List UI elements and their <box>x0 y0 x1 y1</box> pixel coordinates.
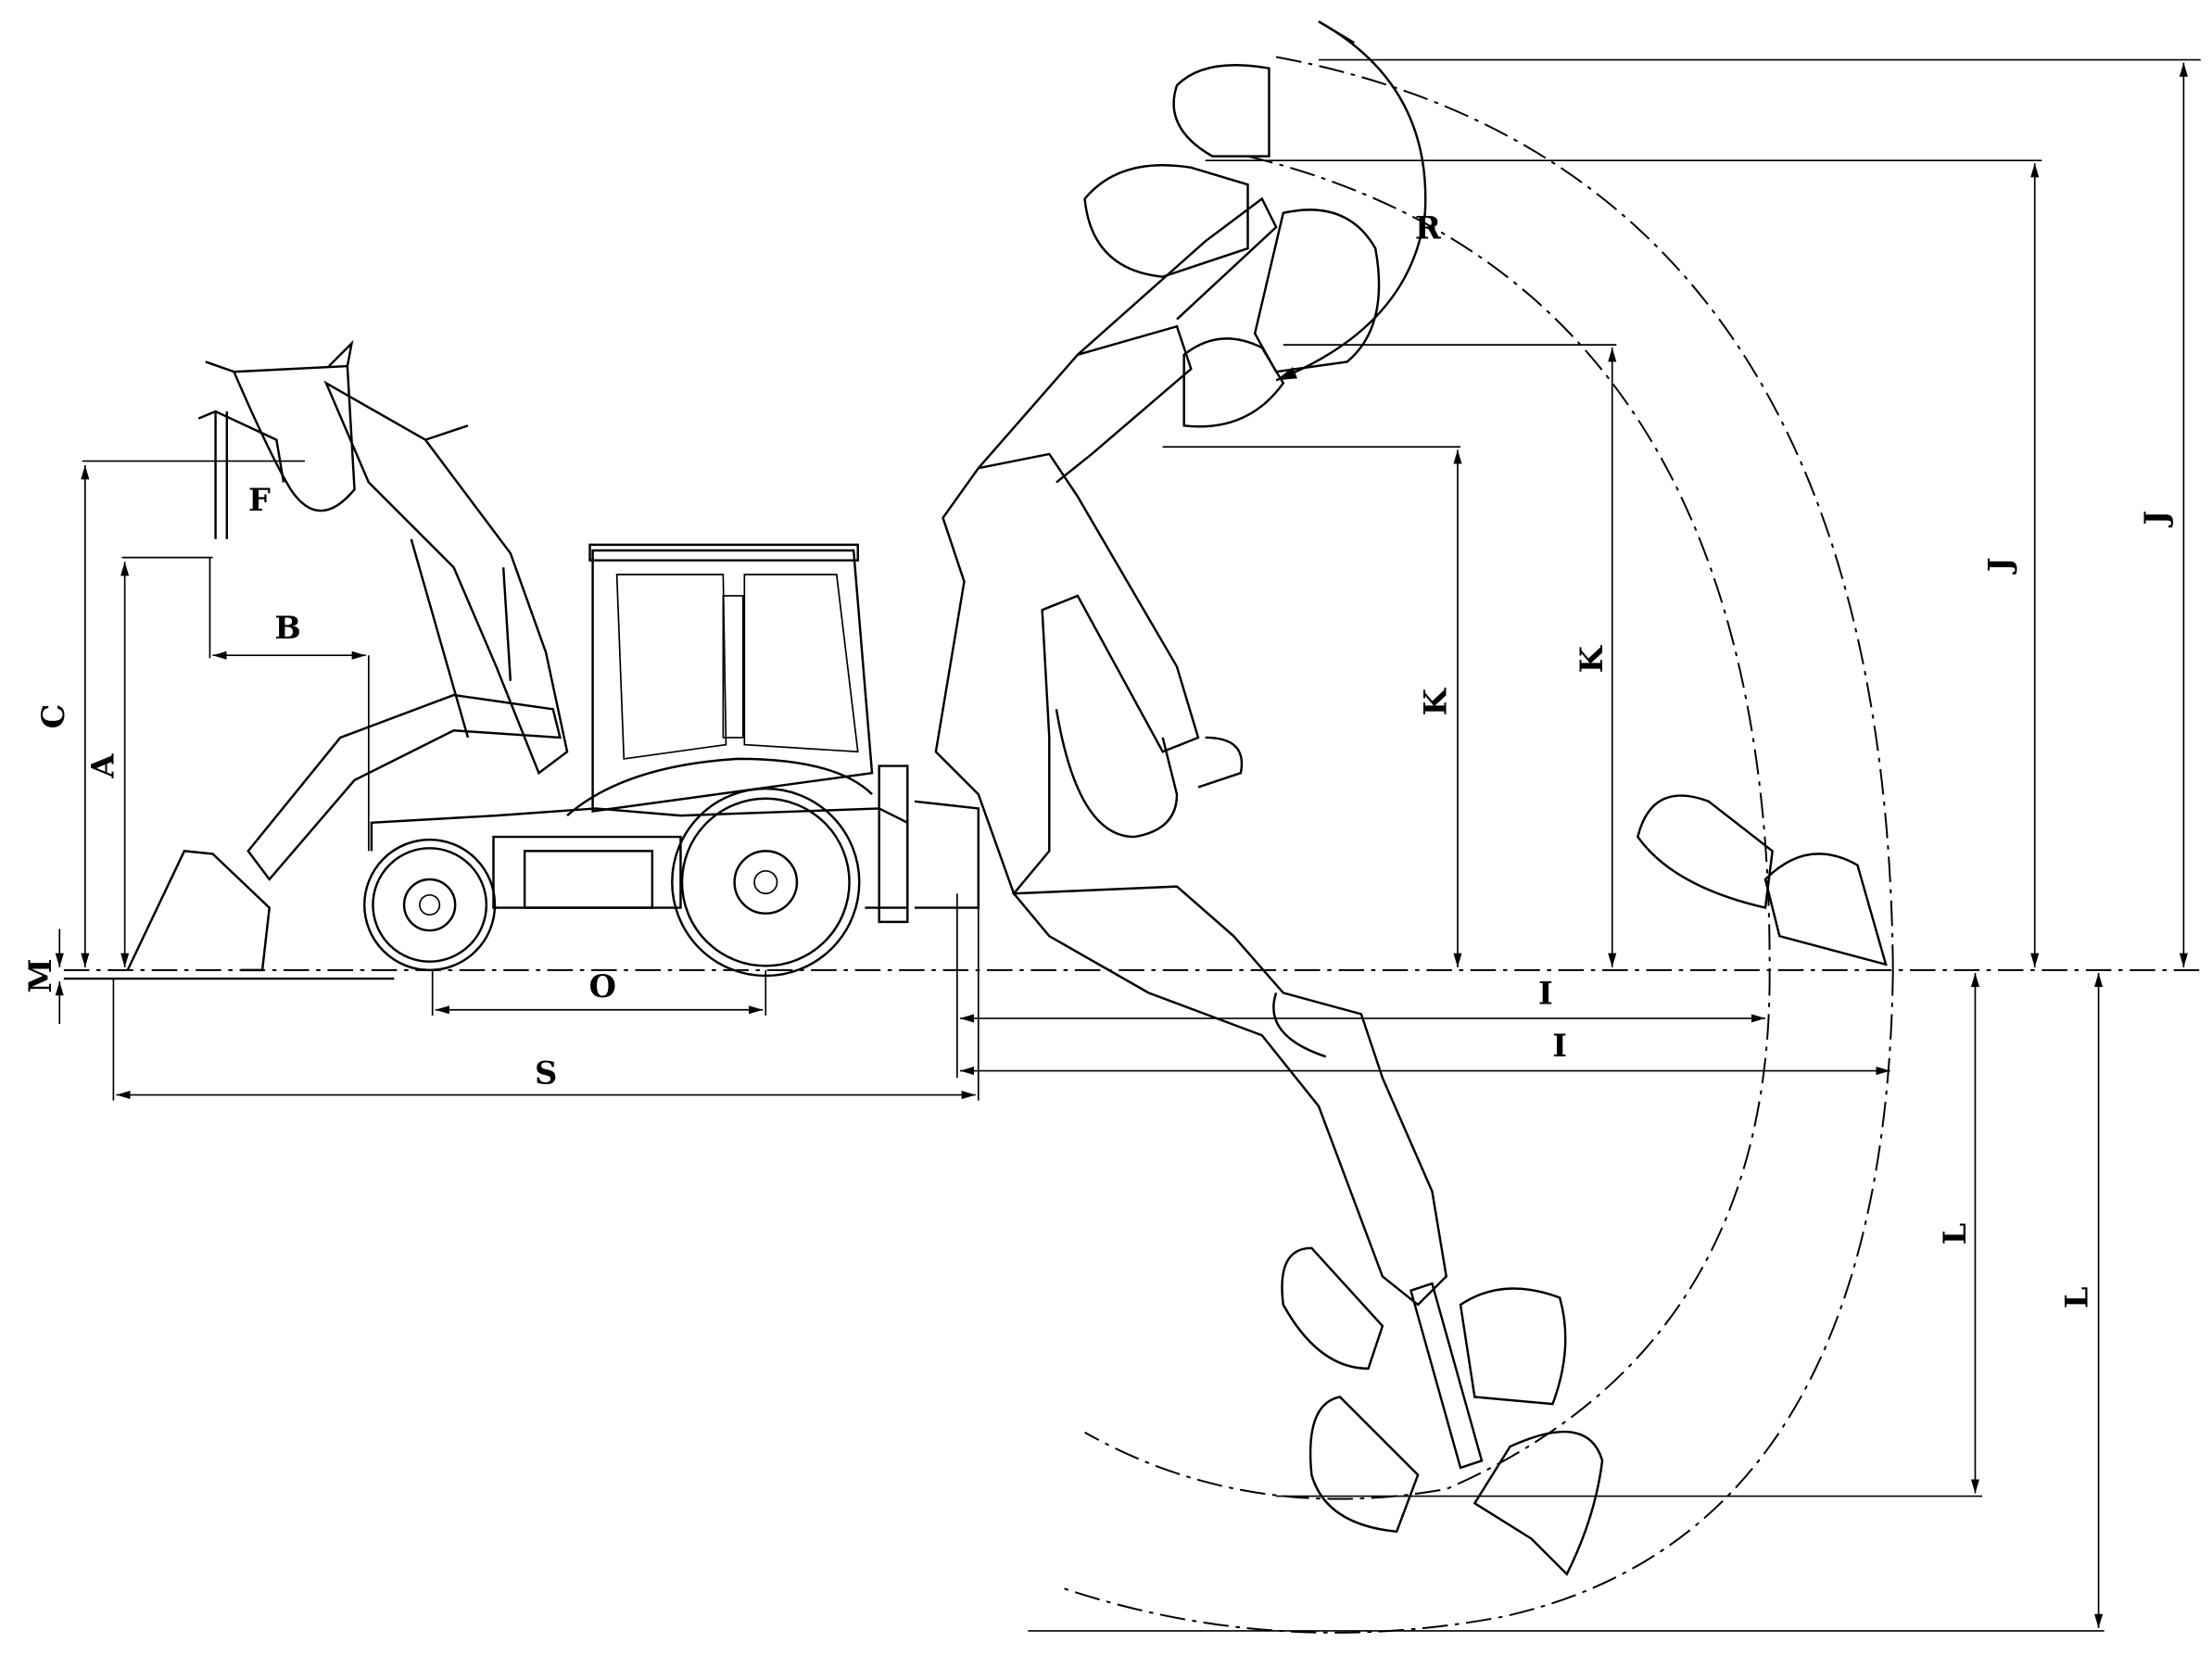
label-j-inner: J <box>1981 557 2018 575</box>
dimension-k-inner: K <box>1162 446 1462 967</box>
backhoe-boom <box>934 196 1278 896</box>
dimension-l-outer: L <box>1028 972 2105 1632</box>
backhoe-boom-lowered <box>1011 885 1448 1307</box>
dimension-c: C <box>34 460 305 967</box>
backhoe-bucket-lowered <box>1281 1246 1604 1576</box>
front-wheel <box>363 838 497 972</box>
dimension-s: S <box>112 893 980 1101</box>
label-l-inner: L <box>1936 1223 1973 1245</box>
label-b: B <box>274 609 300 646</box>
cab <box>588 543 874 813</box>
label-c: C <box>34 704 71 729</box>
label-k-outer: K <box>1573 644 1610 673</box>
loader-arm <box>126 339 569 972</box>
machine <box>126 64 1888 1576</box>
label-f: F <box>248 481 271 518</box>
label-a: A <box>83 753 120 779</box>
label-l-outer: L <box>2057 1287 2094 1309</box>
dimension-j-inner: J <box>1205 159 2042 967</box>
dimension-i-outer: I <box>959 1027 1890 1076</box>
label-m: M <box>21 958 58 992</box>
dimension-l-inner: L <box>1276 972 1983 1497</box>
label-r: R <box>1415 208 1442 246</box>
dimension-k-outer: K <box>1283 344 1617 967</box>
rear-wheel <box>671 787 861 978</box>
reach-arcs <box>1063 20 1894 1634</box>
label-k-inner: K <box>1417 687 1454 715</box>
label-i-outer: I <box>1552 1027 1567 1064</box>
backhoe-bucket-raised <box>1083 64 1381 428</box>
dimension-i-inner: I <box>955 893 1766 1079</box>
dimension-m: M <box>21 929 64 1025</box>
dimension-b: B <box>209 557 370 852</box>
dimension-o: O <box>431 967 767 1016</box>
label-s: S <box>535 1054 557 1091</box>
label-o: O <box>589 967 616 1005</box>
dimension-j-outer: J <box>1319 58 2201 967</box>
dimension-a: A <box>83 556 213 967</box>
label-i-inner: I <box>1538 975 1553 1012</box>
label-j-outer: J <box>2137 511 2174 528</box>
